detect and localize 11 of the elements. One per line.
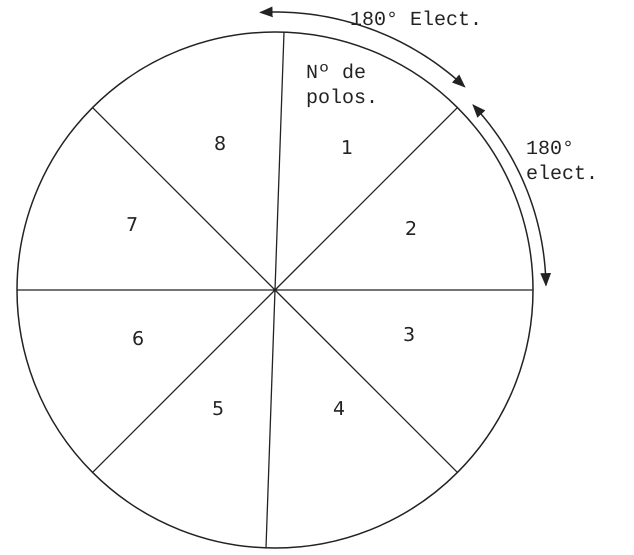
dimension-label: 180° Elect. (350, 8, 484, 33)
pole-count-label: Nº de polos. (306, 61, 380, 111)
sector-number: 1 (341, 137, 354, 161)
sector-number: 4 (333, 398, 346, 422)
sector-number: 5 (212, 398, 226, 422)
sector-number: 8 (214, 133, 228, 157)
sector-number: 2 (405, 218, 418, 242)
dimension-label: 180° elect. (526, 137, 600, 187)
sector-number: 6 (132, 328, 146, 352)
sector-number: 3 (403, 324, 416, 348)
sector-number: 7 (126, 214, 140, 238)
